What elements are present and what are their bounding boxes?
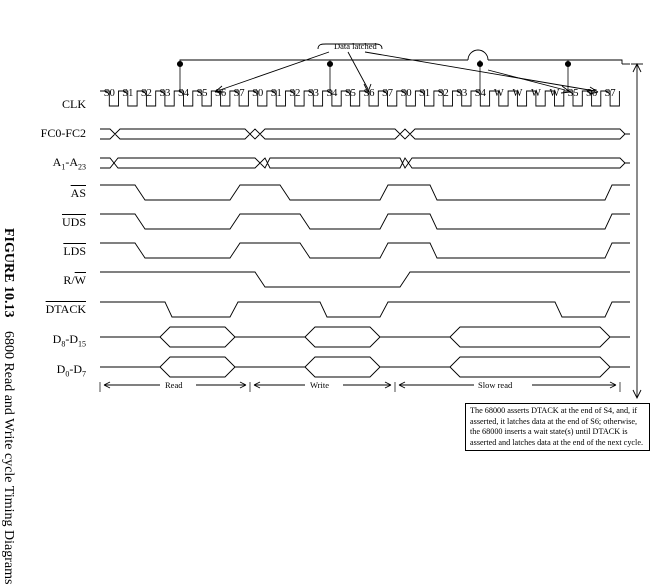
read-cycle-label: Read bbox=[165, 380, 183, 390]
d0-d7-waveform bbox=[100, 356, 630, 378]
as-waveform bbox=[100, 184, 630, 201]
signal-label-clk: CLK bbox=[62, 97, 86, 111]
signal-label-uds: UDS bbox=[61, 215, 86, 229]
signal-label-rw: R/W bbox=[63, 273, 86, 287]
d8-d15-waveform bbox=[100, 326, 630, 348]
fc-waveform bbox=[100, 128, 630, 140]
uds-waveform bbox=[100, 213, 630, 230]
dtack-waveform bbox=[100, 301, 630, 318]
address-waveform bbox=[100, 157, 630, 169]
dtack-note: The 68000 asserts DTACK at the end of S4… bbox=[465, 403, 650, 451]
signal-label-d0-d7: D0-D7 bbox=[56, 362, 86, 379]
cycle-ranges: Read Write Slow read bbox=[99, 380, 621, 392]
signal-label-fc: FC0-FC2 bbox=[40, 126, 86, 140]
write-cycle-label: Write bbox=[310, 380, 329, 390]
data-latched-callout: Data latched bbox=[176, 41, 630, 95]
signal-label-address: A1-A23 bbox=[52, 155, 86, 172]
rw-waveform bbox=[100, 271, 630, 288]
signal-label-as: AS bbox=[70, 186, 86, 200]
signal-label-dtack: DTACK bbox=[45, 302, 86, 316]
clk-waveform bbox=[100, 90, 620, 107]
signal-label-lds: LDS bbox=[63, 244, 86, 258]
signal-label-d8-d15: D8-D15 bbox=[52, 332, 86, 349]
lds-waveform bbox=[100, 242, 630, 259]
data-latched-label: Data latched bbox=[334, 41, 377, 51]
right-vertical-arrow bbox=[632, 62, 642, 400]
slow-read-cycle-label: Slow read bbox=[478, 380, 513, 390]
